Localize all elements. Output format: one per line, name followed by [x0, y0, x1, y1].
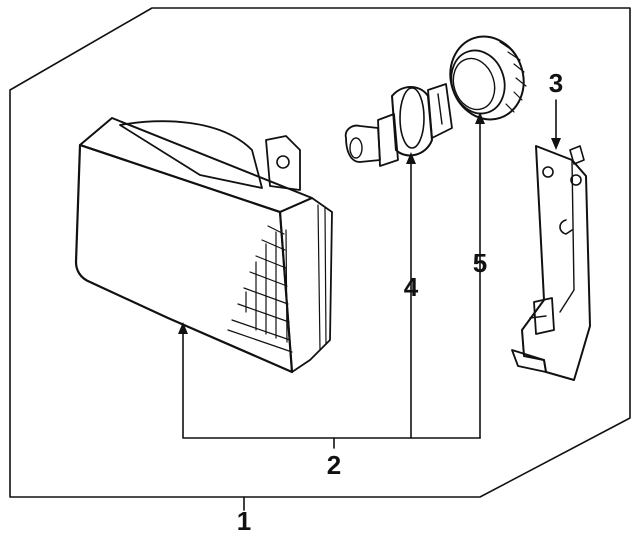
- callout-3: 3: [549, 68, 563, 98]
- bulb: [344, 83, 453, 167]
- mounting-bracket: [511, 145, 591, 381]
- assembly-outline: [9, 7, 631, 498]
- callout-4: 4: [404, 272, 419, 302]
- callout-2: 2: [327, 450, 341, 480]
- seal-ring: [449, 35, 527, 121]
- callout-5: 5: [473, 248, 487, 278]
- lamp-housing: [74, 117, 333, 374]
- callout-1: 1: [237, 506, 251, 536]
- leader-lines: [178, 99, 561, 511]
